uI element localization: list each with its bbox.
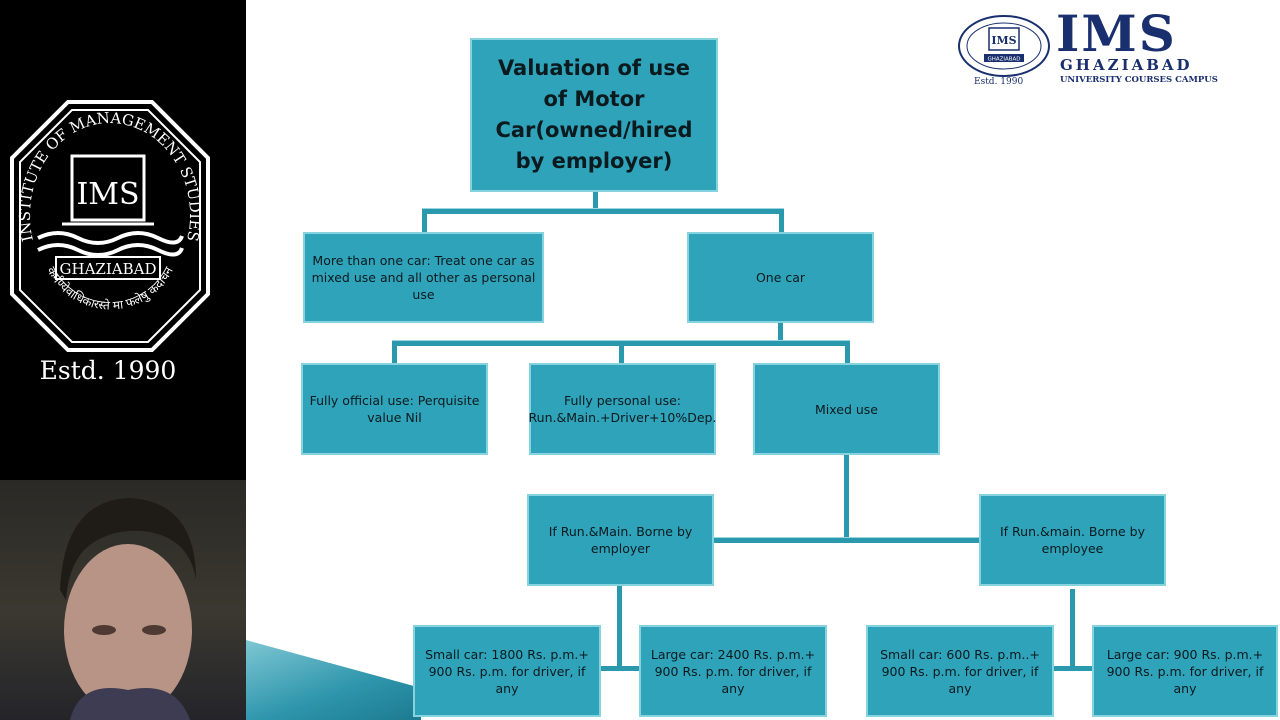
- connector-to-one-car: [779, 209, 784, 232]
- node-small-car-employee: Small car: 600 Rs. p.m..+ 900 Rs. p.m. f…: [866, 625, 1054, 717]
- node-large-car-employer: Large car: 2400 Rs. p.m.+ 900 Rs. p.m. f…: [639, 625, 827, 717]
- node-borne-by-employee: If Run.&main. Borne by employee: [979, 494, 1166, 586]
- slide-accent-shape: [246, 640, 421, 720]
- connector-level1-bar: [422, 209, 784, 214]
- emblem-ribbon-text: GHAZIABAD: [60, 260, 157, 278]
- node-fully-personal-use: Fully personal use: Run.&Main.+Driver+10…: [529, 363, 716, 455]
- svg-text:IMS: IMS: [991, 34, 1016, 47]
- connector-to-official: [392, 341, 397, 363]
- estd-label: Estd. 1990: [39, 356, 177, 385]
- svg-text:GHAZIABAD: GHAZIABAD: [987, 57, 1020, 63]
- ims-seal-icon: IMS GHAZIABAD: [958, 15, 1050, 77]
- presenter-silhouette: [60, 498, 196, 720]
- ims-city: GHAZIABAD: [1060, 56, 1193, 74]
- node-borne-by-employer: If Run.&Main. Borne by employer: [527, 494, 714, 586]
- presenter-webcam: [0, 480, 246, 720]
- ims-emblem: INSTITUTE OF MANAGEMENT STUDIES IMS GHAZ…: [10, 100, 210, 352]
- node-mixed-use: Mixed use: [753, 363, 940, 455]
- node-small-car-employer: Small car: 1800 Rs. p.m.+ 900 Rs. p.m. f…: [413, 625, 601, 717]
- connector-employer-stem: [617, 585, 622, 670]
- connector-to-personal: [619, 341, 624, 363]
- emblem-waves: [37, 231, 184, 245]
- node-large-car-employee: Large car: 900 Rs. p.m.+ 900 Rs. p.m. fo…: [1092, 625, 1278, 717]
- node-more-than-one-car: More than one car: Treat one car as mixe…: [303, 232, 544, 323]
- ims-estd: Estd. 1990: [974, 77, 1024, 87]
- connector-mixed-stem: [844, 455, 849, 541]
- emblem-center-text: IMS: [76, 177, 139, 212]
- connector-root-stem: [593, 192, 598, 212]
- node-fully-official-use: Fully official use: Perquisite value Nil: [301, 363, 488, 455]
- emblem-ribbon: [55, 256, 161, 280]
- connector-one-car-stem: [778, 322, 783, 344]
- connector-level3-bar: [713, 538, 980, 543]
- node-root-valuation: Valuation of use of Motor Car(owned/hire…: [470, 38, 718, 192]
- connector-to-more-than-one: [422, 209, 427, 232]
- connector-to-mixed: [845, 341, 850, 363]
- ims-campus: UNIVERSITY COURSES CAMPUS: [1060, 75, 1218, 85]
- emblem-building: [70, 154, 146, 222]
- left-panel: INSTITUTE OF MANAGEMENT STUDIES IMS GHAZ…: [0, 0, 246, 480]
- connector-employer-bar: [601, 666, 641, 671]
- connector-employee-stem: [1070, 589, 1075, 671]
- ims-wordmark: IMS: [1056, 4, 1177, 63]
- connector-employee-bar: [1053, 666, 1094, 671]
- node-one-car: One car: [687, 232, 874, 323]
- ims-header-logo: IMS GHAZIABAD Estd. 1990 IMS GHAZIABAD U…: [956, 4, 1234, 90]
